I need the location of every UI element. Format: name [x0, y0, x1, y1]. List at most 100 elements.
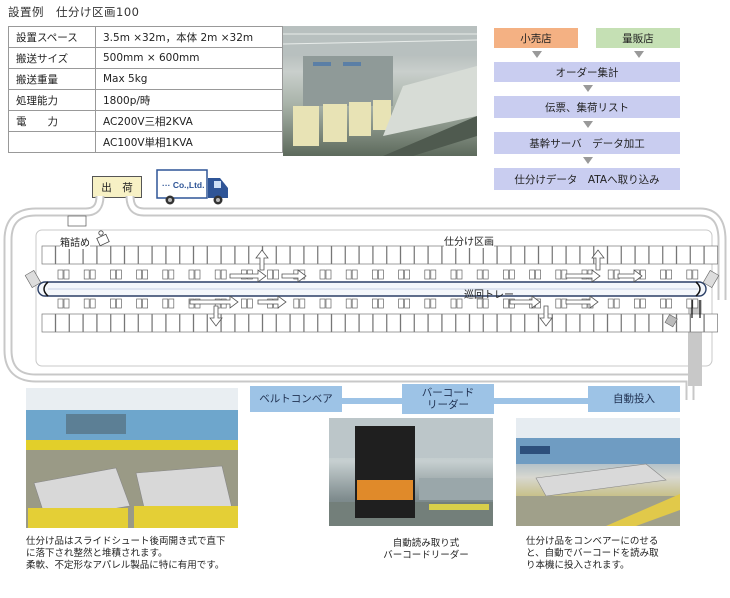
sort-slot: [476, 298, 483, 309]
barcode-caption: 自動読み取り式 バーコードリーダー: [383, 538, 469, 561]
sort-slot: [220, 269, 227, 280]
sort-slot: [456, 298, 463, 309]
sort-slot: [634, 298, 640, 309]
sort-tray: [138, 245, 153, 265]
spec-value: AC100V単相1KVA: [95, 131, 283, 153]
sort-slot: [503, 298, 509, 309]
sort-slot: [660, 298, 666, 309]
sort-slot: [319, 269, 326, 280]
sort-slot: [110, 269, 116, 280]
tray-row-top-outer: [41, 245, 718, 265]
sort-slot: [57, 269, 64, 280]
barcode-reader-photo: [329, 418, 493, 526]
sort-tray: [676, 245, 691, 265]
sort-tray: [386, 245, 401, 265]
sort-tray: [538, 245, 553, 265]
sort-tray: [621, 313, 636, 333]
sort-slot: [63, 269, 70, 280]
sort-tray: [303, 245, 318, 265]
data-import-box: 仕分けデータ ATAへ取り込み: [494, 168, 680, 190]
auto-input-photo: [516, 418, 680, 526]
sort-tray: [566, 245, 580, 265]
sort-tray: [165, 313, 180, 333]
sort-tray: [317, 313, 332, 333]
packing-label: 箱詰め: [60, 234, 90, 249]
sort-slot: [110, 298, 116, 309]
sort-slot: [666, 269, 672, 280]
sort-tray: [690, 245, 705, 265]
sort-slot: [136, 269, 142, 280]
sort-tray: [428, 313, 442, 333]
sort-tray: [455, 245, 470, 265]
sort-slot: [293, 298, 300, 309]
sort-tray: [704, 245, 718, 265]
packing-icon: [96, 230, 110, 247]
sort-tray: [635, 313, 649, 333]
sort-slot: [686, 269, 693, 280]
sort-tray: [441, 245, 456, 265]
sort-tray: [414, 313, 429, 333]
sort-slot: [214, 269, 221, 280]
sort-tray: [607, 313, 622, 333]
sort-slot: [404, 298, 410, 309]
sort-slot: [63, 298, 70, 309]
sort-slot: [482, 298, 489, 309]
loop-arrow-icon: [695, 281, 701, 297]
sort-slot: [273, 269, 279, 280]
sort-tray: [41, 313, 56, 333]
sort-tray: [124, 313, 139, 333]
loop-tray-label: 巡回トレー: [464, 290, 514, 301]
sort-tray: [579, 313, 594, 333]
sort-tray: [124, 245, 139, 265]
spec-value: Max 5kg: [95, 68, 283, 90]
sort-slot: [116, 269, 122, 280]
sort-tray: [234, 313, 249, 333]
core-server-box: 基幹サーバ データ加工: [494, 132, 680, 154]
sort-tray: [400, 245, 415, 265]
loop-arrow-icon: [43, 281, 49, 297]
sort-slot: [319, 298, 326, 309]
sort-slot: [503, 269, 509, 280]
spec-value: 1800p/時: [95, 89, 283, 111]
sort-tray: [566, 313, 580, 333]
sort-tray: [179, 313, 194, 333]
sort-slot: [476, 269, 483, 280]
sort-slot: [89, 269, 96, 280]
sort-slot: [456, 269, 463, 280]
chute-caption: 仕分け品はスライドシュート後両開き式で直下 に落下され整然と堆積されます。 柔軟…: [26, 536, 226, 571]
sort-tray: [510, 245, 525, 265]
sort-tray: [372, 313, 387, 333]
order-aggregation-box: オーダー集計: [494, 62, 680, 82]
sort-tray: [648, 313, 663, 333]
sort-slot: [241, 298, 247, 309]
sort-tray: [221, 313, 235, 333]
sort-tray: [193, 245, 208, 265]
sort-tray: [110, 313, 125, 333]
sort-tray: [193, 313, 208, 333]
sort-tray: [510, 313, 525, 333]
sort-tray: [469, 313, 484, 333]
sort-tray: [441, 313, 456, 333]
connector-bar: [340, 398, 406, 404]
sort-slot: [162, 269, 169, 280]
sort-tray: [455, 313, 470, 333]
sort-tray: [414, 245, 429, 265]
table-row: AC100V単相1KVA: [8, 131, 283, 153]
sort-slot: [450, 269, 457, 280]
arrow-down-icon: [583, 121, 593, 128]
spec-label: 電 力: [8, 110, 96, 132]
sort-tray: [497, 245, 511, 265]
sort-tray: [483, 245, 498, 265]
sort-slot: [666, 298, 672, 309]
truck-logo-text: ··· Co.,Ltd.: [162, 180, 204, 190]
sort-tray: [593, 313, 608, 333]
sort-slot: [299, 298, 306, 309]
sort-slot: [555, 269, 562, 280]
sort-tray: [317, 245, 332, 265]
tray-row-top-small: [57, 269, 699, 280]
sort-tray: [221, 245, 235, 265]
barcode-reader-label: バーコード リーダー: [402, 384, 494, 414]
sort-slot: [430, 298, 437, 309]
